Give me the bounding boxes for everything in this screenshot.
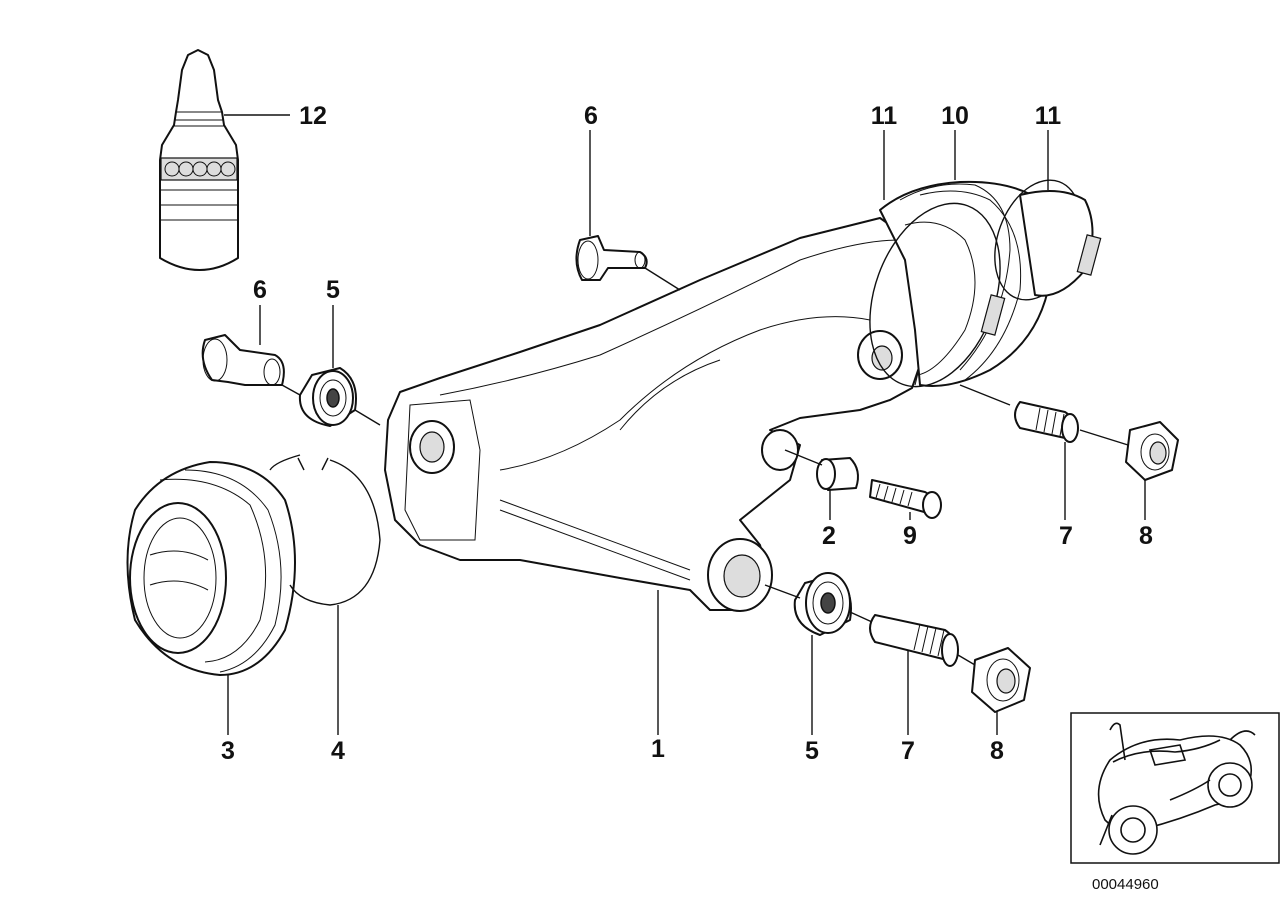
dust-boot (126, 461, 296, 676)
callout-5-top: 5 (326, 276, 340, 304)
callout-3: 3 (221, 737, 235, 765)
motorcycle-thumbnail (1070, 712, 1280, 864)
stud-right (1014, 401, 1079, 443)
stud-bottom (869, 614, 959, 667)
callout-4: 4 (331, 737, 345, 765)
callout-11-left: 11 (871, 102, 898, 130)
callout-10: 10 (941, 102, 969, 130)
bearing-left (298, 367, 357, 427)
callout-6-left: 6 (253, 276, 267, 304)
nut-bottom (971, 647, 1031, 713)
callout-7-right: 7 (1059, 522, 1073, 550)
swing-arm (384, 217, 927, 612)
catalog-number: 00044960 (1092, 876, 1159, 893)
callout-8-bottom: 8 (990, 737, 1004, 765)
callout-7-bottom: 7 (901, 737, 915, 765)
callout-9: 9 (903, 522, 917, 550)
callout-5-bottom: 5 (805, 737, 819, 765)
bushing (816, 457, 859, 491)
bolt-top (575, 235, 648, 281)
callout-11-right: 11 (1035, 102, 1062, 130)
oil-bottle (159, 49, 239, 271)
screw (869, 479, 942, 519)
callout-12: 12 (299, 102, 327, 130)
callout-6-top: 6 (584, 102, 598, 130)
callout-1: 1 (651, 735, 665, 763)
bolt-left (201, 334, 285, 386)
rubber-boot (869, 179, 1102, 388)
leader-lines (224, 114, 1146, 735)
circlip (269, 454, 381, 606)
callout-8-right: 8 (1139, 522, 1153, 550)
bearing-bottom (793, 572, 852, 636)
nut-right (1125, 421, 1179, 481)
callout-2: 2 (822, 522, 836, 550)
